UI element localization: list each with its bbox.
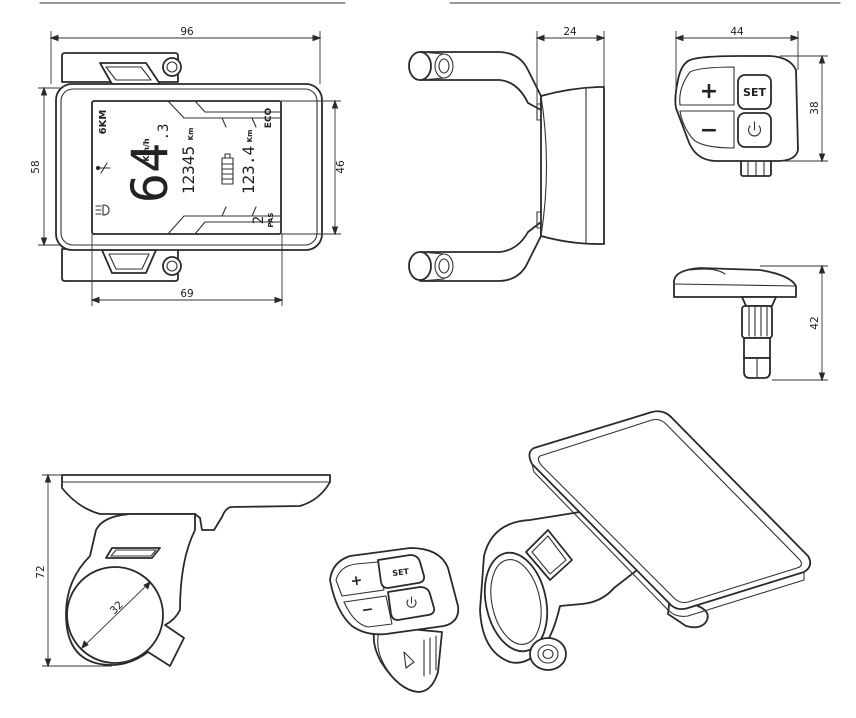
- speed-decimal: .3: [156, 124, 172, 141]
- dimension-clamp-height-72: 72: [35, 473, 112, 668]
- pas-level: 2: [251, 216, 267, 224]
- display-iso-window: [525, 529, 573, 581]
- remote-body: [674, 55, 799, 162]
- battery-icon: [221, 153, 234, 185]
- trip-mode-label: 6KM: [98, 110, 109, 135]
- power-icon: [747, 121, 762, 137]
- dimension-height-58: 58: [30, 86, 60, 247]
- remote-iso-power: [387, 586, 436, 621]
- dimension-remote-width-44: 44: [674, 26, 800, 100]
- minus-key: [679, 110, 735, 149]
- svg-text:72: 72: [35, 565, 47, 578]
- display-isometric: [479, 410, 812, 671]
- remote-iso-plus-label: +: [350, 572, 364, 589]
- odometer-unit: Km: [187, 128, 195, 141]
- clamp-side-view: 32: [61, 474, 331, 667]
- svg-text:46: 46: [335, 160, 347, 174]
- display-iso-lug: [529, 637, 567, 671]
- remote-side-view: [673, 267, 797, 379]
- trip-unit: Km: [246, 130, 254, 143]
- svg-text:96: 96: [180, 26, 194, 38]
- usb-icon: [95, 162, 111, 174]
- speed-unit: Km/h: [142, 138, 151, 161]
- speed-readout: 64: [121, 143, 179, 203]
- svg-text:44: 44: [730, 26, 744, 38]
- remote-side-body: [673, 267, 797, 298]
- top-bracket: [61, 52, 179, 83]
- dimension-screen-height-46: 46: [281, 99, 347, 236]
- svg-text:69: 69: [180, 288, 193, 300]
- remote-iso-minus: [343, 595, 393, 628]
- headlight-icon: [95, 204, 110, 216]
- plus-key: [679, 66, 735, 106]
- bottom-bracket: [61, 248, 179, 282]
- remote-iso-clamp: [372, 625, 443, 693]
- dimension-width-96: 96: [49, 26, 322, 84]
- display-side-view: [408, 51, 605, 282]
- set-key: [737, 74, 772, 110]
- bore-leader: [81, 581, 151, 649]
- remote-isometric: + − SET: [329, 547, 460, 693]
- set-key-label: SET: [743, 86, 766, 99]
- remote-iso-set: [377, 554, 426, 589]
- lower-arm: [419, 221, 542, 282]
- svg-text:24: 24: [563, 26, 577, 38]
- remote-iso-power-icon: [406, 596, 417, 608]
- dimension-remote-side-42: 42: [760, 264, 828, 382]
- clamp-display-plate: [61, 474, 331, 531]
- dimension-depth-24: 24: [535, 26, 606, 104]
- svg-text:42: 42: [809, 316, 821, 329]
- assist-mode-label: ECO: [264, 107, 274, 128]
- plus-key-label: +: [700, 79, 718, 104]
- remote-top-view: + − SET: [674, 55, 799, 177]
- svg-text:38: 38: [809, 101, 821, 114]
- dimension-remote-height-38: 38: [780, 54, 828, 163]
- svg-text:58: 58: [30, 160, 42, 173]
- dimension-screen-width-69: 69: [90, 234, 284, 306]
- display-front-view: 6KM 64 .3 Km/h 12345 Km 123.4 Km ECO 2 P…: [55, 52, 323, 282]
- bottom-lug: [162, 256, 182, 276]
- display-housing: [540, 86, 605, 245]
- minus-key-label: −: [700, 118, 718, 143]
- trip-value: 123.4: [239, 146, 258, 194]
- pas-label: PAS: [267, 213, 275, 228]
- remote-iso-set-label: SET: [392, 567, 410, 578]
- display-iso-bore: [483, 551, 549, 653]
- display-screen: [91, 100, 282, 235]
- remote-iso-minus-label: −: [361, 601, 375, 618]
- top-clamp-window: [99, 62, 161, 85]
- upper-arm: [419, 51, 542, 111]
- odometer-value: 12345: [179, 146, 198, 194]
- top-lug: [162, 57, 182, 77]
